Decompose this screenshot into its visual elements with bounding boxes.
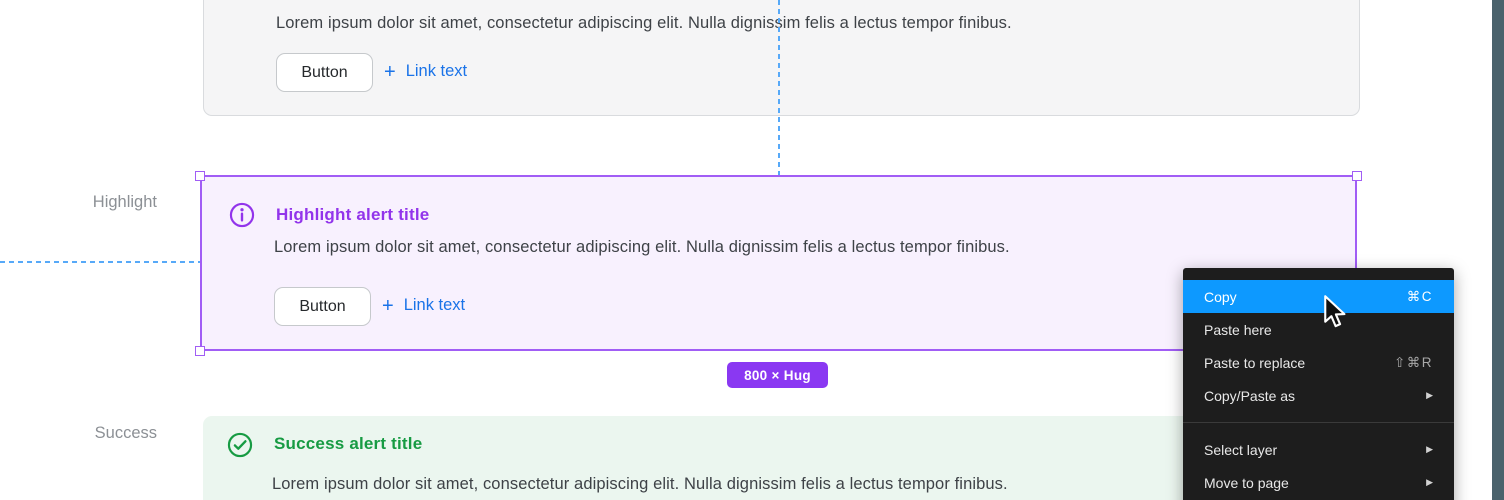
alert-card-default[interactable]: Lorem ipsum dolor sit amet, consectetur … (203, 0, 1360, 116)
info-icon (229, 202, 255, 228)
alert-body-text: Lorem ipsum dolor sit amet, consectetur … (274, 238, 1010, 256)
selection-handle-top-right[interactable] (1352, 171, 1362, 181)
check-circle-icon (227, 432, 253, 458)
selection-size-badge: 800 × Hug (727, 362, 828, 388)
submenu-arrow-icon: ▶ (1426, 477, 1433, 487)
alert-body-text: Lorem ipsum dolor sit amet, consectetur … (276, 14, 1012, 32)
context-menu: Copy ⌘C Paste here Paste to replace ⇧⌘R … (1183, 268, 1454, 500)
alert-card-highlight[interactable]: Highlight alert title Lorem ipsum dolor … (200, 175, 1357, 351)
alert-link[interactable]: + Link text (384, 53, 467, 90)
variant-label-highlight: Highlight (92, 193, 157, 211)
menu-item-shortcut: ⌘C (1406, 288, 1433, 304)
alert-button[interactable]: Button (274, 287, 371, 326)
link-label: Link text (403, 296, 466, 314)
alert-title: Highlight alert title (276, 205, 430, 224)
alert-title: Success alert title (274, 434, 423, 453)
menu-item-copy-paste-as[interactable]: Copy/Paste as ▶ (1183, 379, 1454, 412)
menu-item-label: Copy (1204, 288, 1237, 305)
horizontal-alignment-guide (0, 261, 200, 263)
plus-icon: + (384, 60, 396, 83)
menu-divider (1183, 422, 1454, 423)
submenu-arrow-icon: ▶ (1426, 390, 1433, 400)
alert-body-text: Lorem ipsum dolor sit amet, consectetur … (272, 475, 1008, 493)
menu-item-label: Move to page (1204, 474, 1289, 491)
menu-item-paste-here[interactable]: Paste here (1183, 313, 1454, 346)
vertical-alignment-guide (778, 0, 780, 176)
menu-item-copy[interactable]: Copy ⌘C (1183, 280, 1454, 313)
alert-button[interactable]: Button (276, 53, 373, 92)
menu-item-label: Select layer (1204, 441, 1278, 458)
link-label: Link text (405, 62, 468, 80)
menu-item-label: Copy/Paste as (1204, 387, 1296, 404)
plus-icon: + (382, 294, 394, 317)
selection-handle-top-left[interactable] (195, 171, 205, 181)
alert-card-success[interactable]: Success alert title Lorem ipsum dolor si… (203, 416, 1357, 500)
menu-item-paste-to-replace[interactable]: Paste to replace ⇧⌘R (1183, 346, 1454, 379)
menu-item-move-to-page[interactable]: Move to page ▶ (1183, 466, 1454, 499)
alert-link[interactable]: + Link text (382, 287, 465, 324)
menu-item-label: Paste to replace (1204, 354, 1306, 371)
submenu-arrow-icon: ▶ (1426, 444, 1433, 454)
variant-label-success: Success (94, 424, 157, 442)
right-edge-panel-strip (1492, 0, 1504, 500)
menu-item-label: Paste here (1204, 321, 1272, 338)
mouse-cursor-icon (1324, 295, 1346, 328)
menu-item-shortcut: ⇧⌘R (1393, 354, 1433, 370)
menu-item-select-layer[interactable]: Select layer ▶ (1183, 433, 1454, 466)
selection-handle-bottom-left[interactable] (195, 346, 205, 356)
